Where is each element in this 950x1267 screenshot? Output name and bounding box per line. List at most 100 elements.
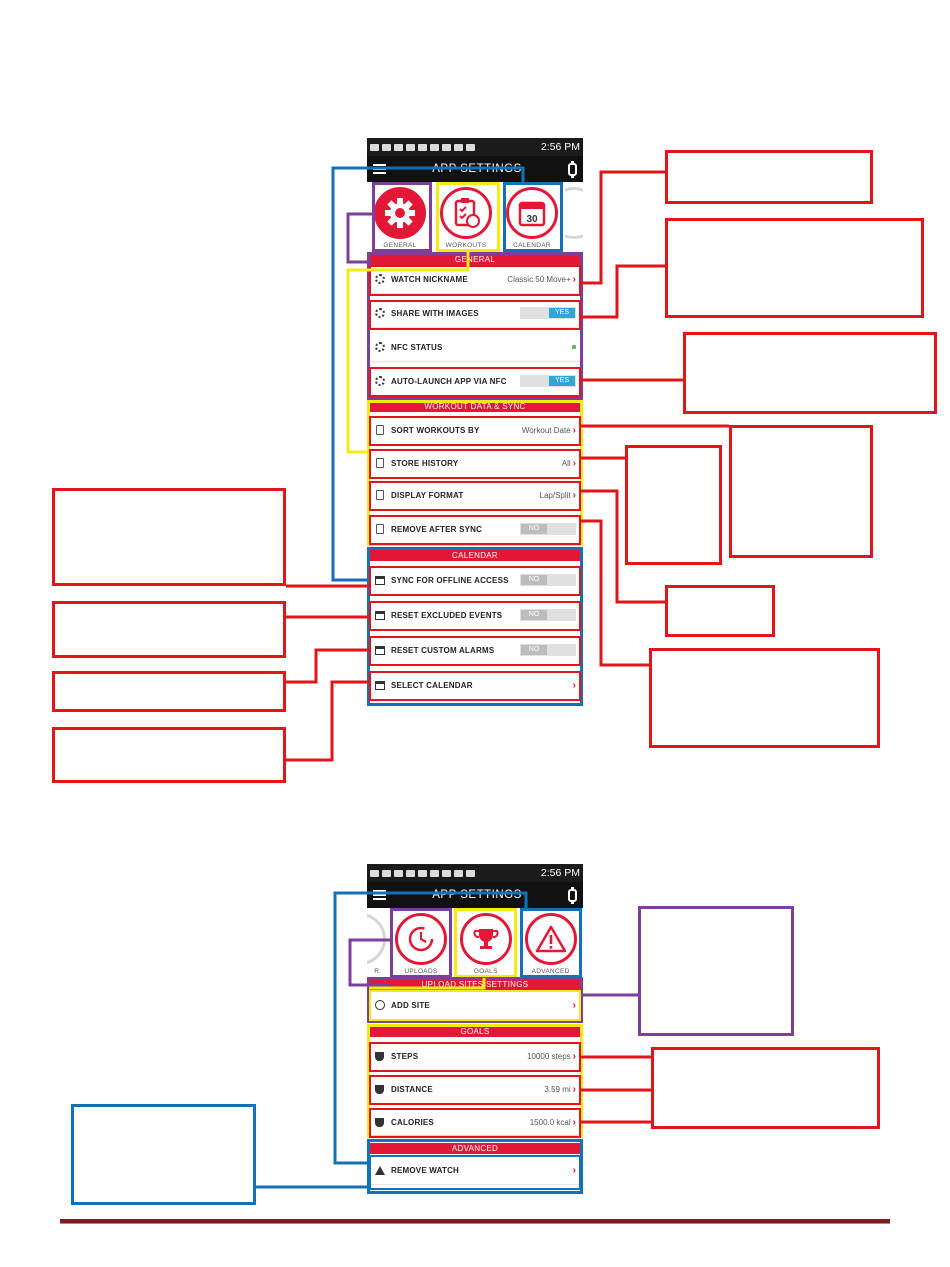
sync-offline-toggle[interactable]: NO [520, 574, 576, 586]
status-icons [370, 869, 475, 877]
toggle-state: YES [549, 308, 575, 318]
tab-label: CALENDAR [513, 242, 551, 249]
highlight-row-distance [369, 1075, 581, 1105]
callout-box [638, 906, 794, 1036]
partial-tab-circle [367, 913, 386, 965]
page-title: APP SETTINGS [432, 163, 522, 175]
callout-box [665, 218, 924, 318]
highlight-row-steps [369, 1042, 581, 1072]
remove-after-sync-toggle[interactable]: NO [520, 523, 576, 535]
callout-box [683, 332, 937, 414]
chevron-right-icon: › [572, 679, 576, 691]
callout-box [651, 1047, 880, 1129]
chevron-right-icon: › [572, 1116, 576, 1128]
toggle-state: NO [521, 524, 547, 534]
highlight-row-reset-excluded [369, 601, 581, 631]
share-images-toggle[interactable]: YES [520, 307, 576, 319]
row-label: RESET EXCLUDED EVENTS [391, 610, 503, 620]
chevron-right-icon: › [572, 424, 576, 436]
chevron-right-icon: › [572, 999, 576, 1011]
highlight-row-auto-launch [369, 367, 581, 397]
row-label: RESET CUSTOM ALARMS [391, 645, 495, 655]
highlight-row-add-site [369, 990, 581, 1021]
highlight-workouts-tab [436, 182, 500, 252]
tab-label: ADVANCED [531, 968, 570, 975]
calendar-icon [374, 680, 385, 690]
reset-alarms-toggle[interactable]: NO [520, 644, 576, 656]
row-value: Lap/Split [539, 490, 571, 500]
toggle-state: YES [549, 376, 575, 386]
highlight-row-sync-offline [369, 566, 581, 596]
highlight-row-display-format [369, 481, 581, 511]
partial-tab-circle [565, 187, 583, 239]
highlight-row-remove-after-sync [369, 515, 581, 545]
page-title: APP SETTINGS [432, 889, 522, 901]
watch-icon[interactable] [568, 160, 577, 178]
status-bar: 2:56 PM [367, 138, 583, 156]
row-value: 3.59 mi [544, 1084, 571, 1094]
status-time: 2:56 PM [540, 867, 580, 879]
watch-icon[interactable] [568, 886, 577, 904]
row-value: Workout Date [521, 425, 571, 435]
tab-label: R [374, 968, 380, 975]
highlight-row-select-calendar [369, 671, 581, 701]
warning-icon [524, 913, 577, 965]
warning-icon [374, 1165, 385, 1175]
nfc-status-indicator [572, 345, 576, 349]
highlight-general-tab [372, 182, 432, 252]
callout-box [52, 727, 286, 783]
highlight-row-calories [369, 1108, 581, 1138]
app-bar: APP SETTINGS [367, 882, 583, 908]
auto-launch-toggle[interactable]: YES [520, 375, 576, 387]
callout-box [729, 425, 873, 558]
chevron-right-icon: › [572, 1083, 576, 1095]
highlight-goals-tab [454, 908, 517, 978]
toggle-state: NO [521, 610, 547, 620]
row-reset-custom-alarms[interactable]: RESET CUSTOM ALARMS NO [370, 636, 580, 665]
status-icons [370, 143, 475, 151]
row-value: All [561, 458, 571, 468]
highlight-advanced-tab [520, 908, 582, 978]
highlight-row-remove-watch [369, 1155, 581, 1190]
calendar-icon [374, 610, 385, 620]
calendar-icon [374, 645, 385, 655]
hamburger-menu-icon[interactable] [373, 164, 386, 174]
row-value: 10000 steps [527, 1051, 571, 1061]
calendar-number: 30 [526, 214, 538, 225]
tab-advanced[interactable]: ADVANCED [518, 908, 583, 980]
highlight-row-sort-workouts [369, 416, 581, 446]
tab-partial-prev[interactable]: R [367, 908, 389, 980]
chevron-right-icon: › [572, 489, 576, 501]
toggle-state: NO [521, 575, 547, 585]
callout-box [52, 601, 286, 658]
highlight-row-watch-nickname [369, 265, 581, 296]
status-bar: 2:56 PM [367, 864, 583, 882]
row-label: SELECT CALENDAR [391, 680, 473, 690]
row-label: REMOVE WATCH [391, 1165, 460, 1175]
highlight-row-reset-alarms [369, 636, 581, 666]
callout-box [665, 150, 873, 204]
reset-excluded-toggle[interactable]: NO [520, 609, 576, 621]
highlight-calendar-tab [503, 182, 563, 252]
footer-divider [60, 1219, 890, 1224]
highlight-row-store-history [369, 449, 581, 479]
chevron-right-icon: › [572, 1164, 576, 1176]
tab-partial-next[interactable] [565, 182, 583, 254]
callout-box [71, 1104, 256, 1205]
highlight-row-share-images [369, 300, 581, 330]
highlight-uploads-tab [390, 908, 452, 978]
chevron-right-icon: › [572, 457, 576, 469]
chevron-right-icon: › [572, 1050, 576, 1062]
toggle-state: NO [521, 645, 547, 655]
callout-box [625, 445, 722, 565]
row-value: Classic 50 Move+ [507, 274, 571, 284]
hamburger-menu-icon[interactable] [373, 890, 386, 900]
callout-box [649, 648, 880, 748]
callout-box [665, 585, 775, 637]
callout-box [52, 671, 286, 712]
callout-box [52, 488, 286, 586]
app-bar: APP SETTINGS [367, 156, 583, 182]
row-value: 1500.0 kcal [529, 1117, 571, 1127]
chevron-right-icon: › [572, 273, 576, 285]
status-time: 2:56 PM [540, 141, 580, 153]
